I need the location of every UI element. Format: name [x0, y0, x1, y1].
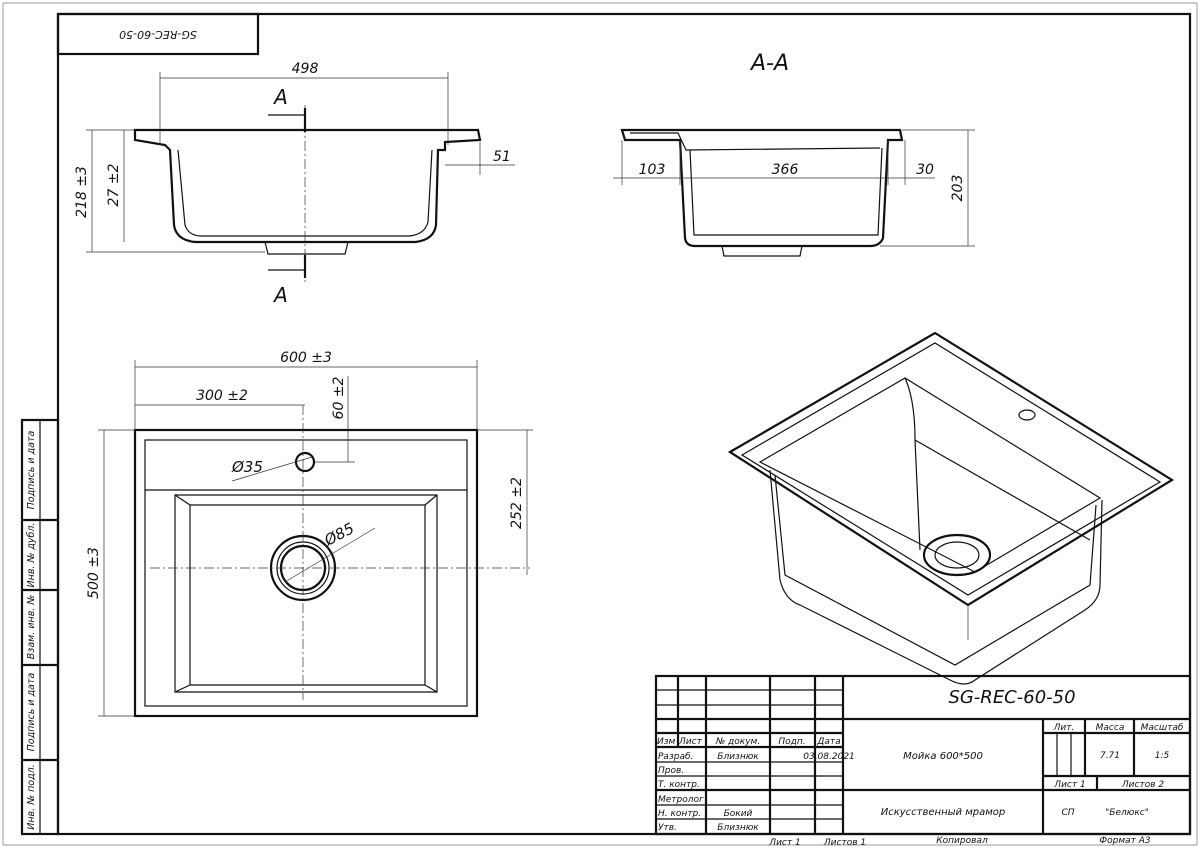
dim-500: 500 ±3	[86, 547, 102, 599]
norm-control-name: Бокий	[724, 809, 753, 819]
dim-103: 103	[639, 162, 666, 178]
top-stamp-text: SG-REC-60-50	[119, 28, 197, 41]
isometric-view	[727, 331, 1175, 685]
dim-600: 600 ±3	[280, 350, 332, 366]
lit-label: Лит.	[1053, 723, 1075, 733]
role-metrologist: Метролог	[658, 795, 704, 805]
footer-sheets: Листов 1	[823, 838, 866, 848]
footer: Лист 1 Листов 1 Копировал Формат А3	[768, 836, 1151, 848]
cut-mark-bottom: A	[272, 283, 288, 307]
dim-366: 366	[772, 162, 799, 178]
dim-30: 30	[916, 162, 934, 178]
footer-copied: Копировал	[936, 836, 988, 846]
hdr-date: Дата	[816, 737, 840, 747]
section-label: A-A	[749, 51, 789, 76]
footer-sheet: Лист 1	[768, 838, 800, 848]
org-name: "Белюкс"	[1105, 808, 1149, 818]
front-view: A A 498 218 ±3 27 ±2 51	[74, 61, 515, 307]
dim-203: 203	[950, 175, 966, 202]
mass-value: 7.71	[1100, 751, 1120, 761]
plan-view: 600 ±3 300 ±2 60 ±2 500 ±3 252 ±2 Ø35 Ø8…	[86, 350, 533, 718]
side-strip: Инв. № подл. Подпись и дата Взам. инв. №…	[20, 418, 60, 836]
strip-vzam-inv: Взам. инв. №	[26, 595, 37, 660]
footer-format: Формат А3	[1099, 836, 1151, 846]
date: 03.08.2021	[803, 752, 855, 762]
dim-depth-27: 27 ±2	[106, 163, 122, 206]
role-developer: Разраб.	[658, 752, 693, 762]
strip-inv-dubl: Инв. № дубл.	[26, 523, 37, 588]
product-name: Мойка 600*500	[903, 751, 983, 762]
org-prefix: СП	[1061, 808, 1074, 818]
hdr-izm: Изм	[657, 737, 676, 747]
role-approved: Утв.	[658, 823, 677, 833]
hdr-list: Лист	[678, 737, 703, 747]
dim-252: 252 ±2	[509, 477, 525, 529]
hdr-sign: Подп.	[778, 737, 805, 747]
cut-mark-top: A	[272, 85, 288, 109]
role-checked: Пров.	[658, 766, 684, 776]
hdr-doc: № докум.	[715, 737, 760, 747]
dim-60: 60 ±2	[331, 376, 347, 419]
approved-name: Близнюк	[717, 823, 759, 833]
title-block: SG-REC-60-50 Мойка 600*500 Искусственный…	[654, 674, 1192, 836]
strip-sign-date-2: Подпись и дата	[26, 430, 37, 509]
designation: SG-REC-60-50	[948, 687, 1075, 708]
scale-value: 1:5	[1155, 751, 1170, 761]
dim-d35: Ø35	[231, 458, 263, 476]
sheet-count: Листов 2	[1121, 780, 1164, 790]
section-view: A-A 103 366 30 203	[613, 51, 975, 257]
role-tech-control: Т. контр.	[658, 780, 700, 790]
developer-name: Близнюк	[717, 752, 759, 762]
material: Искусственный мрамор	[881, 807, 1005, 818]
mass-label: Масса	[1096, 723, 1125, 733]
role-norm-control: Н. контр.	[658, 809, 701, 819]
strip-sign-date-1: Подпись и дата	[26, 672, 37, 751]
dim-width-498: 498	[292, 61, 319, 77]
dim-height-218: 218 ±3	[74, 166, 90, 218]
dim-300: 300 ±2	[196, 388, 248, 404]
top-stamp: SG-REC-60-50	[56, 12, 260, 56]
strip-inv-podl: Инв. № подл.	[26, 764, 37, 830]
dim-rim-51: 51	[493, 149, 511, 165]
scale-label: Масштаб	[1141, 723, 1184, 733]
sheet-number: Лист 1	[1053, 780, 1085, 790]
